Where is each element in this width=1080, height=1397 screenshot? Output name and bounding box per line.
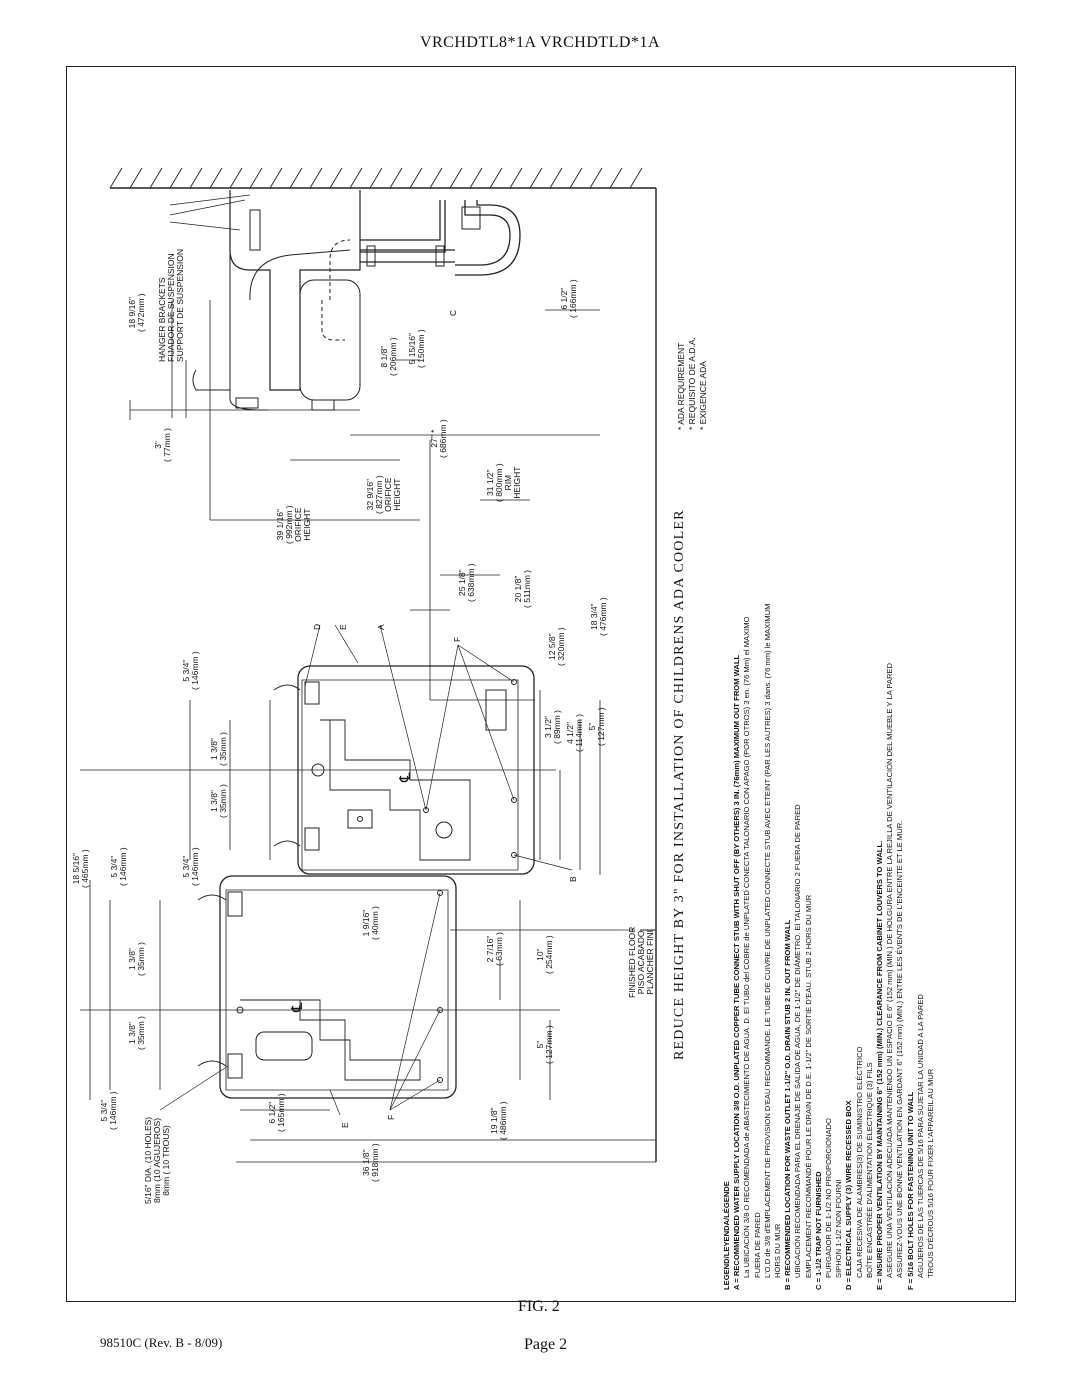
label-e: E <box>338 624 348 630</box>
dim-1-3-8-d: 1 3/8"( 35mm ) <box>127 1016 146 1050</box>
legend-a: A = RECOMMENDED WATER SUPPLY LOCATION 3/… <box>732 654 742 1290</box>
dim-5-3-4-c: 5 3/4"( 146mm ) <box>109 847 128 886</box>
dim-1-9-16: 1 9/16"( 40mm ) <box>361 906 380 940</box>
centerline-mark-top: ℄ <box>397 772 414 782</box>
model-numbers: VRCHDTL8*1A VRCHDTLD*1A <box>419 34 661 51</box>
document-number: 98510C (Rev. B - 8/09) <box>100 1335 223 1350</box>
dim-5-3-4-a: 5 3/4"( 146mm ) <box>181 651 200 690</box>
label-c: C <box>448 309 458 316</box>
dim-5in-b: 5"( 127mm ) <box>535 1025 554 1064</box>
dim-5in-a: 5"( 127mm ) <box>587 707 606 746</box>
dim-36-1-8: 36 1/8"( 918mm ) <box>361 1143 380 1182</box>
legend-c: C = 1-1/2 TRAP NOT FURNISHED <box>813 1171 823 1290</box>
dim-18-3-4: 18 3/4"( 476mm ) <box>589 597 608 636</box>
dim-27: 27" *( 686mm ) <box>429 419 448 458</box>
drawing-frame <box>66 66 1016 1302</box>
figure-label: FIG. 2 <box>518 1298 560 1315</box>
dim-10in: 10"( 254mm ) <box>535 935 554 974</box>
bolt-holes-label: 5/16" DIA. (10 HOLES)8mm (10 AGUJEROS)8m… <box>143 1116 171 1204</box>
label-a: A <box>376 624 386 630</box>
legend-heading: LEGEND/LEYENDA/LÉGENDE <box>722 1181 731 1290</box>
label-f: F <box>452 636 462 642</box>
centerline-mark-bottom: ℄ <box>289 1002 306 1012</box>
dim-3-1-2: 3 1/2"( 89mm ) <box>543 710 562 744</box>
dim-3in: 3"( 77mm ) <box>153 428 172 462</box>
label-b: B <box>568 876 578 882</box>
dim-12-5-8: 12 5/8"( 320mm ) <box>547 627 566 666</box>
legend-e: E = INSURE PROPER VENTILATION BY MAINTAI… <box>875 840 885 1290</box>
dim-1-3-8-b: 1 3/8"( 35mm ) <box>209 784 228 818</box>
legend-b: B = RECOMMENDED LOCATION FOR WASTE OUTLE… <box>783 919 793 1290</box>
dim-18-9-16: 18 9/16"( 472mm ) <box>127 293 146 332</box>
label-d: D <box>312 623 322 630</box>
dim-18-5-16: 18 5/16"( 465mm ) <box>71 849 90 888</box>
dim-20-1-8: 20 1/8"( 511mm ) <box>513 569 532 608</box>
dim-2-7-16: 2 7/16"( 63mm ) <box>485 932 504 966</box>
dim-5-15-16: 5 15/16"( 150mm ) <box>407 329 426 368</box>
dim-5-3-4-b: 5 3/4"( 146mm ) <box>181 847 200 886</box>
dim-6-1-2-top: 6 1/2"( 166mm ) <box>559 279 578 318</box>
dim-1-3-8-c: 1 3/8"( 35mm ) <box>127 942 146 976</box>
dim-1-3-8-a: 1 3/8"( 35mm ) <box>209 732 228 766</box>
legend-f: F = 5/16 BOLT HOLES FOR FASTENING UNIT T… <box>905 1091 915 1290</box>
dim-5-3-4-d: 5 3/4"( 146mm ) <box>99 1091 118 1130</box>
dim-25-1-8: 25 1/8"( 638mm ) <box>457 563 476 602</box>
page-number: Page 2 <box>524 1336 568 1353</box>
dim-4-1-2: 4 1/2"( 114mm ) <box>565 713 584 752</box>
ada-notes: * ADA REQUIREMENT* REQUISITO DE A.D.A.* … <box>676 337 708 430</box>
dim-8-1-8: 8 1/8"( 206mm ) <box>379 337 398 376</box>
legend: LEGEND/LEYENDA/LÉGENDE A = RECOMMENDED W… <box>722 603 936 1290</box>
label-f-lower: F <box>386 1114 396 1120</box>
drawing-title: REDUCE HEIGHT BY 3" FOR INSTALLATION OF … <box>672 509 687 1060</box>
label-e-lower: E <box>340 1122 350 1128</box>
legend-d: D = ELECTRICAL SUPPLY (3) WIRE RECESSED … <box>844 1100 854 1290</box>
dim-6-1-2: 6 1/2"( 165mm ) <box>267 1093 286 1132</box>
dim-19-1-8: 19 1/8"( 486mm ) <box>489 1101 508 1140</box>
